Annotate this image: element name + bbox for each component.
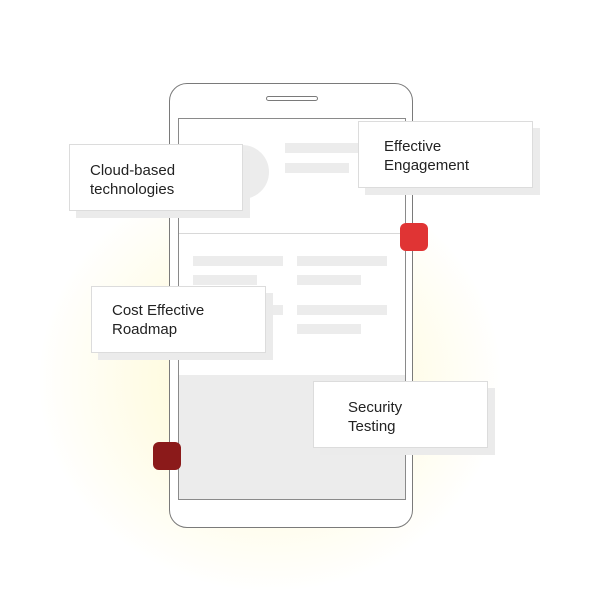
feature-card-security-testing: Security Testing: [313, 381, 488, 448]
content-placeholder-bar: [193, 256, 283, 266]
content-placeholder-bar: [297, 324, 361, 334]
card-title-line: Engagement: [384, 157, 470, 174]
feature-card-effective-engagement: Effective Engagement: [358, 121, 533, 188]
content-placeholder-bar: [297, 275, 361, 285]
content-placeholder-bar: [193, 275, 257, 285]
feature-card-cost-effective-roadmap: Cost Effective Roadmap: [91, 286, 266, 353]
marker-square-bright: [400, 223, 428, 251]
header-placeholder-bar: [285, 163, 349, 173]
content-placeholder-bar: [297, 256, 387, 266]
card-title-line: Cost Effective: [112, 302, 205, 319]
card-title-line: technologies: [90, 181, 175, 198]
content-placeholder-bar: [297, 305, 387, 315]
card-title-line: Testing: [348, 418, 396, 435]
card-title-line: Security: [348, 399, 403, 416]
phone-speaker: [266, 96, 318, 101]
card-title-line: Roadmap: [112, 321, 178, 338]
feature-card-cloud-based-technologies: Cloud-based technologies: [69, 144, 243, 211]
header-placeholder-bar: [285, 143, 365, 153]
marker-square-dark: [153, 442, 181, 470]
card-title-line: Cloud-based: [90, 162, 176, 179]
card-title-line: Effective: [384, 138, 442, 155]
screen-divider: [179, 233, 405, 234]
